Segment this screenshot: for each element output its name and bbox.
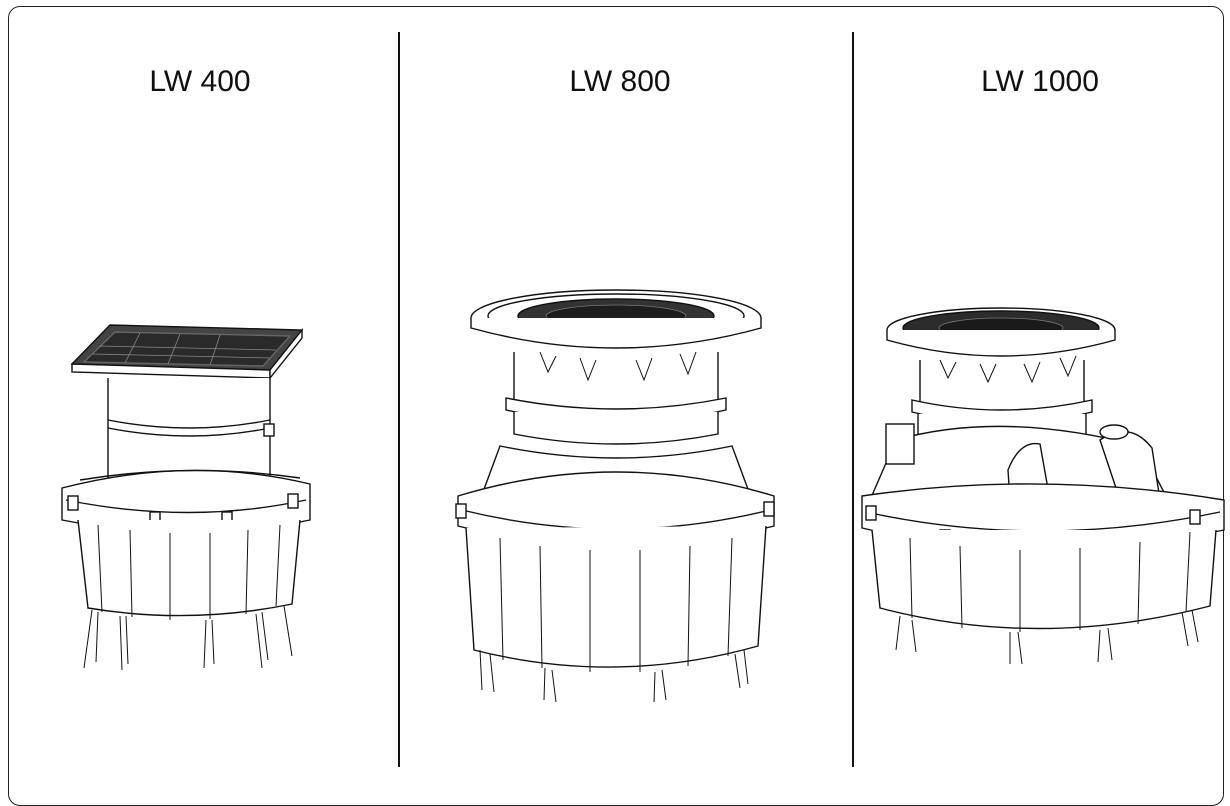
- square-grate-shaft-icon: [61, 324, 311, 671]
- divider-right: [852, 32, 854, 767]
- panel-label-lw400: LW 400: [149, 65, 251, 98]
- panel-label-lw800: LW 800: [569, 65, 671, 98]
- round-grate-domed-shaft-icon: [861, 307, 1225, 665]
- round-grate-shaft-icon: [455, 289, 775, 703]
- panel-label-lw1000: LW 1000: [981, 65, 1099, 98]
- divider-left: [398, 32, 400, 767]
